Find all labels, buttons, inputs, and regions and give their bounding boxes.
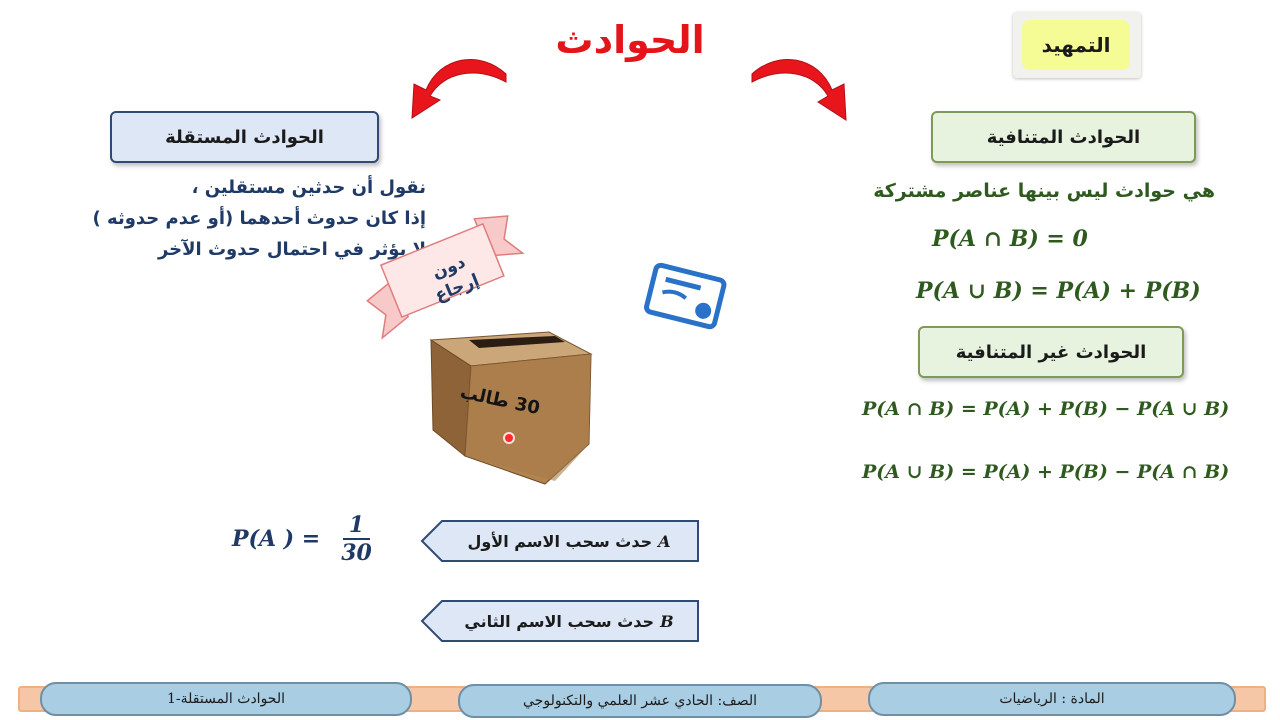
event-b-letter: B	[660, 611, 674, 631]
non-exclusive-formula-2: P(A ∪ B) = P(A) + P(B) − P(A ∩ B)	[862, 461, 1230, 483]
without-replacement-ribbon: دون إرجاع	[360, 212, 530, 342]
certificate-icon[interactable]	[640, 262, 730, 332]
intro-badge[interactable]: التمهيد	[1022, 20, 1130, 70]
curved-arrow-right-icon	[751, 59, 847, 121]
event-a-chevron: A حدث سحب الاسم الأول	[420, 520, 700, 562]
exclusive-formula-2: P(A ∪ B) = P(A) + P(B)	[916, 278, 1201, 304]
footer-grade: الصف: الحادي عشر العلمي والتكنولوجي	[458, 684, 822, 718]
footer-lesson: الحوادث المستقلة-1	[40, 682, 412, 716]
event-a-letter: A	[658, 531, 671, 551]
exclusive-events-heading: الحوادث المتنافية	[931, 111, 1196, 163]
definition-line-3: لا يؤثر في احتمال حدوث الآخر	[157, 239, 426, 260]
non-exclusive-formula-1: P(A ∩ B) = P(A) + P(B) − P(A ∪ B)	[862, 398, 1230, 420]
probability-a: P(A ) = 1 30	[232, 512, 372, 566]
fraction-denominator: 30	[341, 540, 372, 566]
fraction-numerator: 1	[342, 512, 371, 540]
exclusive-formula-1: P(A ∩ B) = 0	[932, 226, 1088, 252]
probability-fraction: 1 30	[341, 512, 372, 566]
definition-line-2: إذا كان حدوث أحدهما (أو عدم حدوثه )	[92, 208, 426, 229]
independent-events-heading: الحوادث المستقلة	[110, 111, 379, 163]
independent-definition: نقول أن حدثين مستقلين ، إذا كان حدوث أحد…	[90, 172, 426, 265]
page-title: الحوادث	[555, 18, 705, 62]
definition-line-1: نقول أن حدثين مستقلين ،	[191, 177, 426, 198]
footer-subject: المادة : الرياضيات	[868, 682, 1236, 716]
non-exclusive-events-heading: الحوادث غير المتنافية	[918, 326, 1184, 378]
event-b-text: حدث سحب الاسم الثاني	[464, 611, 655, 631]
ballot-box: 30 طالب	[425, 326, 597, 486]
event-a-text: حدث سحب الاسم الأول	[467, 531, 653, 551]
event-b-chevron: B حدث سحب الاسم الثاني	[420, 600, 700, 642]
probability-lhs: P(A ) =	[232, 526, 321, 552]
curved-arrow-left-icon	[411, 59, 507, 119]
exclusive-definition: هي حوادث ليس بينها عناصر مشتركة	[873, 180, 1215, 202]
